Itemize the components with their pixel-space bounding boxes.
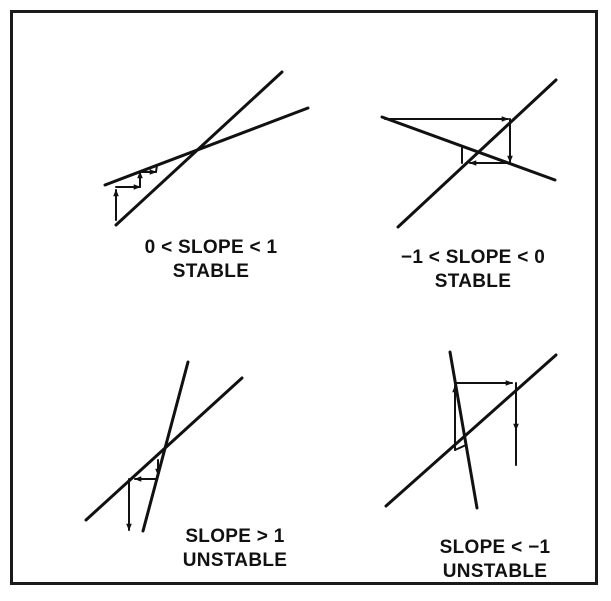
cobweb-path: [113, 164, 158, 221]
slope-condition: SLOPE > 1: [185, 526, 285, 547]
panel-label-unstable-negative: SLOPE < −1 UNSTABLE: [405, 536, 585, 584]
stability-label: STABLE: [172, 261, 250, 282]
cobweb-path: [452, 380, 519, 466]
cobweb-path: [126, 459, 161, 531]
stability-label: UNSTABLE: [442, 561, 548, 582]
panel-unstable-positive: [84, 360, 244, 533]
slope-condition: 0 < SLOPE < 1: [144, 237, 278, 258]
stability-label: UNSTABLE: [182, 550, 288, 571]
map-line: [380, 115, 557, 182]
map-line: [141, 360, 190, 533]
stability-label: STABLE: [434, 271, 512, 292]
identity-line: [384, 353, 558, 508]
panel-label-unstable-positive: SLOPE > 1 UNSTABLE: [150, 525, 320, 573]
map-line: [103, 106, 310, 187]
identity-line: [396, 78, 558, 229]
panel-stable-negative: [380, 78, 558, 229]
slope-condition: SLOPE < −1: [439, 537, 551, 558]
diagram-frame: [10, 10, 598, 585]
cobweb-path: [384, 116, 513, 166]
panel-stable-positive: [103, 70, 310, 227]
slope-condition: −1 < SLOPE < 0: [400, 247, 546, 268]
panel-label-stable-positive: 0 < SLOPE < 1 STABLE: [96, 236, 326, 284]
panel-label-stable-negative: −1 < SLOPE < 0 STABLE: [358, 246, 588, 294]
map-line: [448, 350, 479, 510]
panel-unstable-negative: [384, 350, 558, 510]
